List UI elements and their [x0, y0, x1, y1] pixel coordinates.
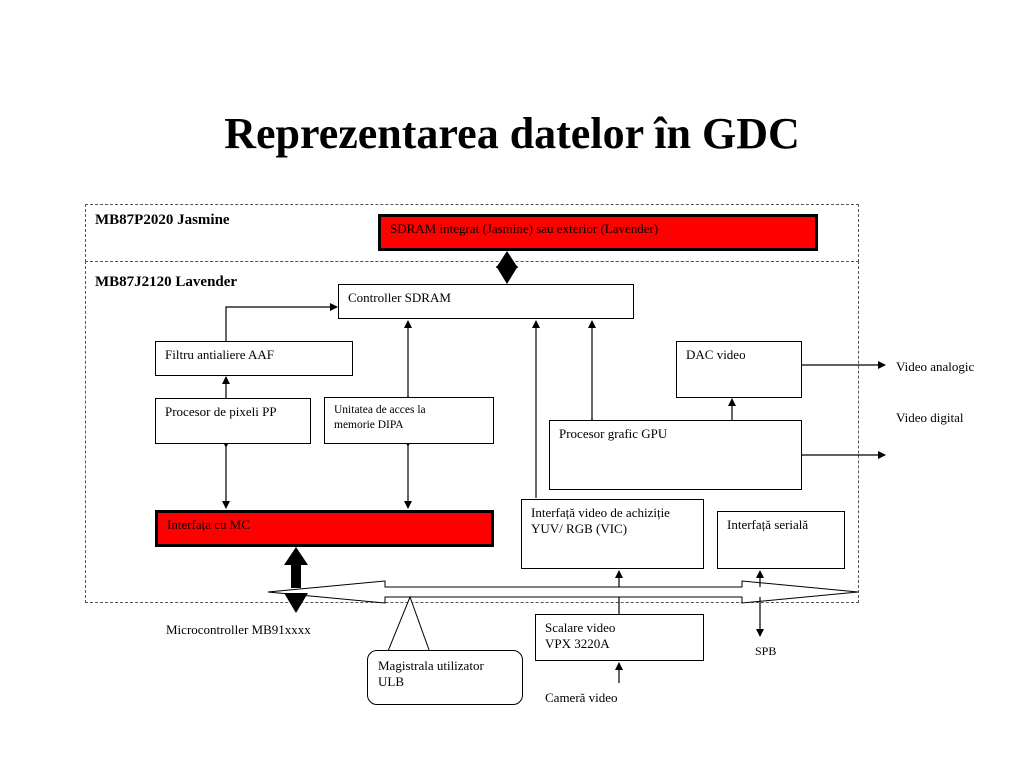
video-digital-label: Video digital — [896, 410, 964, 425]
video-analog-label: Video analogic — [896, 359, 975, 374]
scaler-label-line1: Scalare video — [545, 620, 616, 635]
mc-interface-label: Interfața cu MC — [167, 517, 251, 532]
microcontroller-label: Microcontroller MB91xxxx — [166, 622, 311, 637]
sdram-label: SDRAM integrat (Jasmine) sau exterior (L… — [390, 221, 659, 236]
spb-label: SPB — [755, 644, 777, 658]
ulb-callout-pointer — [383, 595, 434, 662]
lavender-zone — [85, 261, 859, 603]
ulb-label-line2: ULB — [378, 674, 404, 689]
scaler-block: Scalare video VPX 3220A — [535, 614, 704, 661]
controller-sdram-block: Controller SDRAM — [338, 284, 634, 319]
jasmine-zone-label: MB87P2020 Jasmine — [95, 212, 230, 228]
sdram-block: SDRAM integrat (Jasmine) sau exterior (L… — [378, 214, 818, 251]
pp-label: Procesor de pixeli PP — [165, 404, 277, 419]
vic-block: Interfață video de achiziție YUV/ RGB (V… — [521, 499, 704, 569]
gpu-block: Procesor grafic GPU — [549, 420, 802, 490]
dipa-label-line2: memorie DIPA — [334, 419, 404, 431]
serial-label: Interfață serială — [727, 517, 809, 532]
lavender-zone-label: MB87J2120 Lavender — [95, 274, 238, 290]
camera-label: Cameră video — [545, 690, 618, 705]
aaf-block: Filtru antialiere AAF — [155, 341, 353, 376]
dac-block: DAC video — [676, 341, 802, 398]
vic-label-line2: YUV/ RGB (VIC) — [531, 521, 628, 536]
aaf-label: Filtru antialiere AAF — [165, 347, 275, 362]
pp-block: Procesor de pixeli PP — [155, 398, 311, 444]
scaler-label-line2: VPX 3220A — [545, 636, 610, 651]
slide-title: Reprezentarea datelor în GDC — [224, 109, 800, 158]
dipa-block: Unitatea de acces la memorie DIPA — [324, 397, 494, 444]
dipa-label-line1: Unitatea de acces la — [334, 404, 426, 416]
ulb-label-line1: Magistrala utilizator — [378, 658, 484, 673]
serial-block: Interfață serială — [717, 511, 845, 569]
dac-label: DAC video — [686, 347, 746, 362]
gpu-label: Procesor grafic GPU — [559, 426, 668, 441]
ulb-bus-arrow — [267, 580, 859, 604]
ulb-callout: Magistrala utilizator ULB — [367, 650, 523, 705]
aaf-to-controller-line — [225, 303, 338, 341]
sdram-bus-arrow — [496, 251, 518, 284]
vic-label-line1: Interfață video de achiziție — [531, 505, 670, 520]
mc-micro-thick-arrow — [284, 547, 308, 613]
controller-sdram-label: Controller SDRAM — [348, 290, 451, 305]
mc-interface-block: Interfața cu MC — [155, 510, 494, 547]
